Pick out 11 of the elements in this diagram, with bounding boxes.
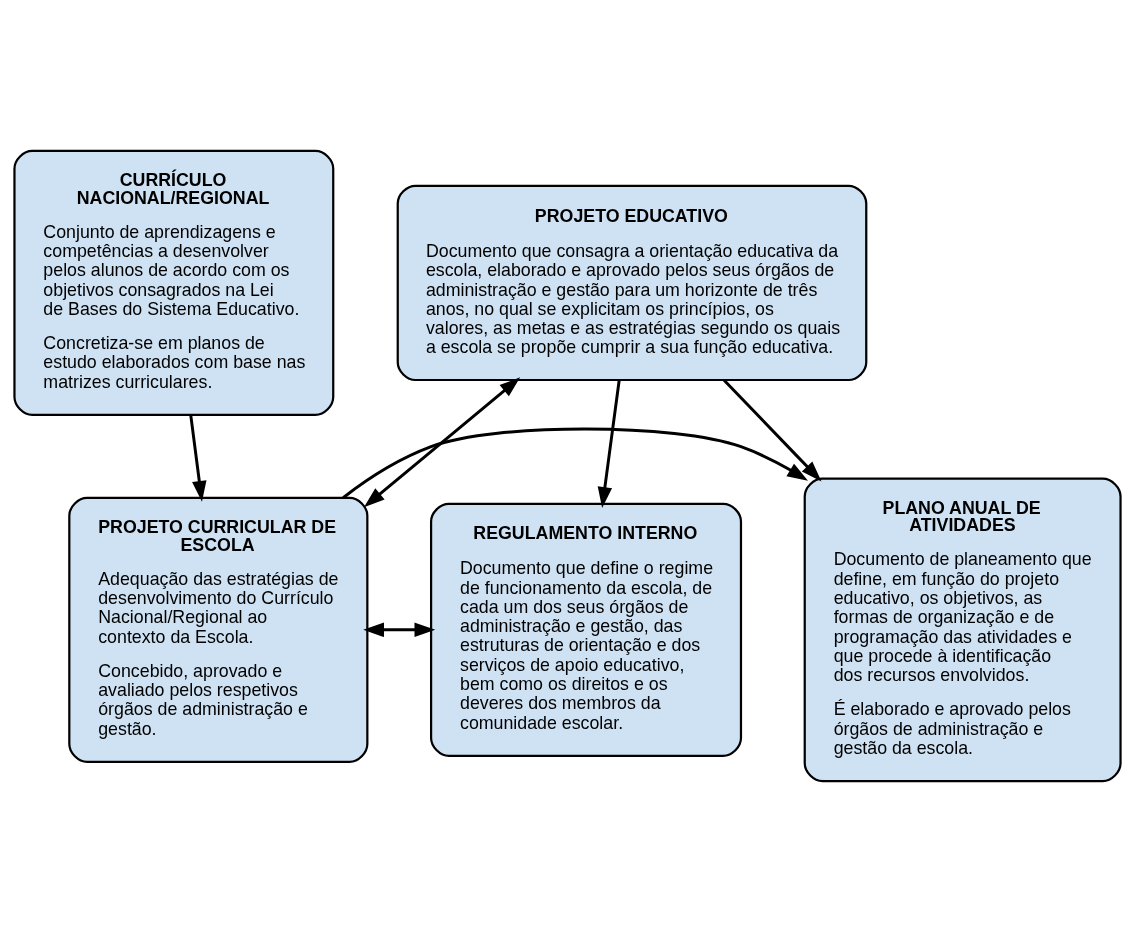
node-box: REGULAMENTO INTERNO Documento que define o regime de funcionamento da escola, de cada um dos seus órgãos de administração e gestão, das estruturas de orientação e dos serviços de apoio educativo, bem como os direitos e os deveres dos membros da comunidade escolar. [429,502,743,757]
arrow [363,376,521,507]
node-box: CURRÍCULO NACIONAL/REGIONAL Conjunto de aprendizagens e competências a desenvolver pelos alunos de acordo com os objetivos consagrados na Lei de Bases do Sistema Educativo. Concretiza-se em planos de estudo elaborados com base nas matrizes curriculares. [13,149,335,416]
arrow [363,622,436,637]
arrow [597,379,621,508]
arrow [189,414,207,502]
node-box: PLANO ANUAL DE ATIVIDADES Documento de planeamento que define, em função do projeto educativo, os objetivos, as formas de organização e de programação das atividades e que procede à identificação dos recursos envolvidos. É elaborado e aprovado pelos órgãos de administração e gestão da escola. [803,477,1122,782]
arrow [723,378,822,482]
node-box: PROJETO EDUCATIVO Documento que consagra a orientação educativa da escola, elaborado e aprovado pelos seus órgãos de administração e gestão para um horizonte de três anos, no qual se explicitam os princípios, os valores, as metas e as estratégias segundo os quais a escola se propõe cumprir a sua função educativa. [396,184,868,381]
node-box: PROJETO CURRICULAR DE ESCOLA Adequação das estratégias de desenvolvimento do Currículo Nacional/Regional ao contexto da Escola. Concebido, aprovado e avaliado pelos respetivos órgãos de administração e gestão. [68,496,369,763]
arrow [342,427,808,499]
